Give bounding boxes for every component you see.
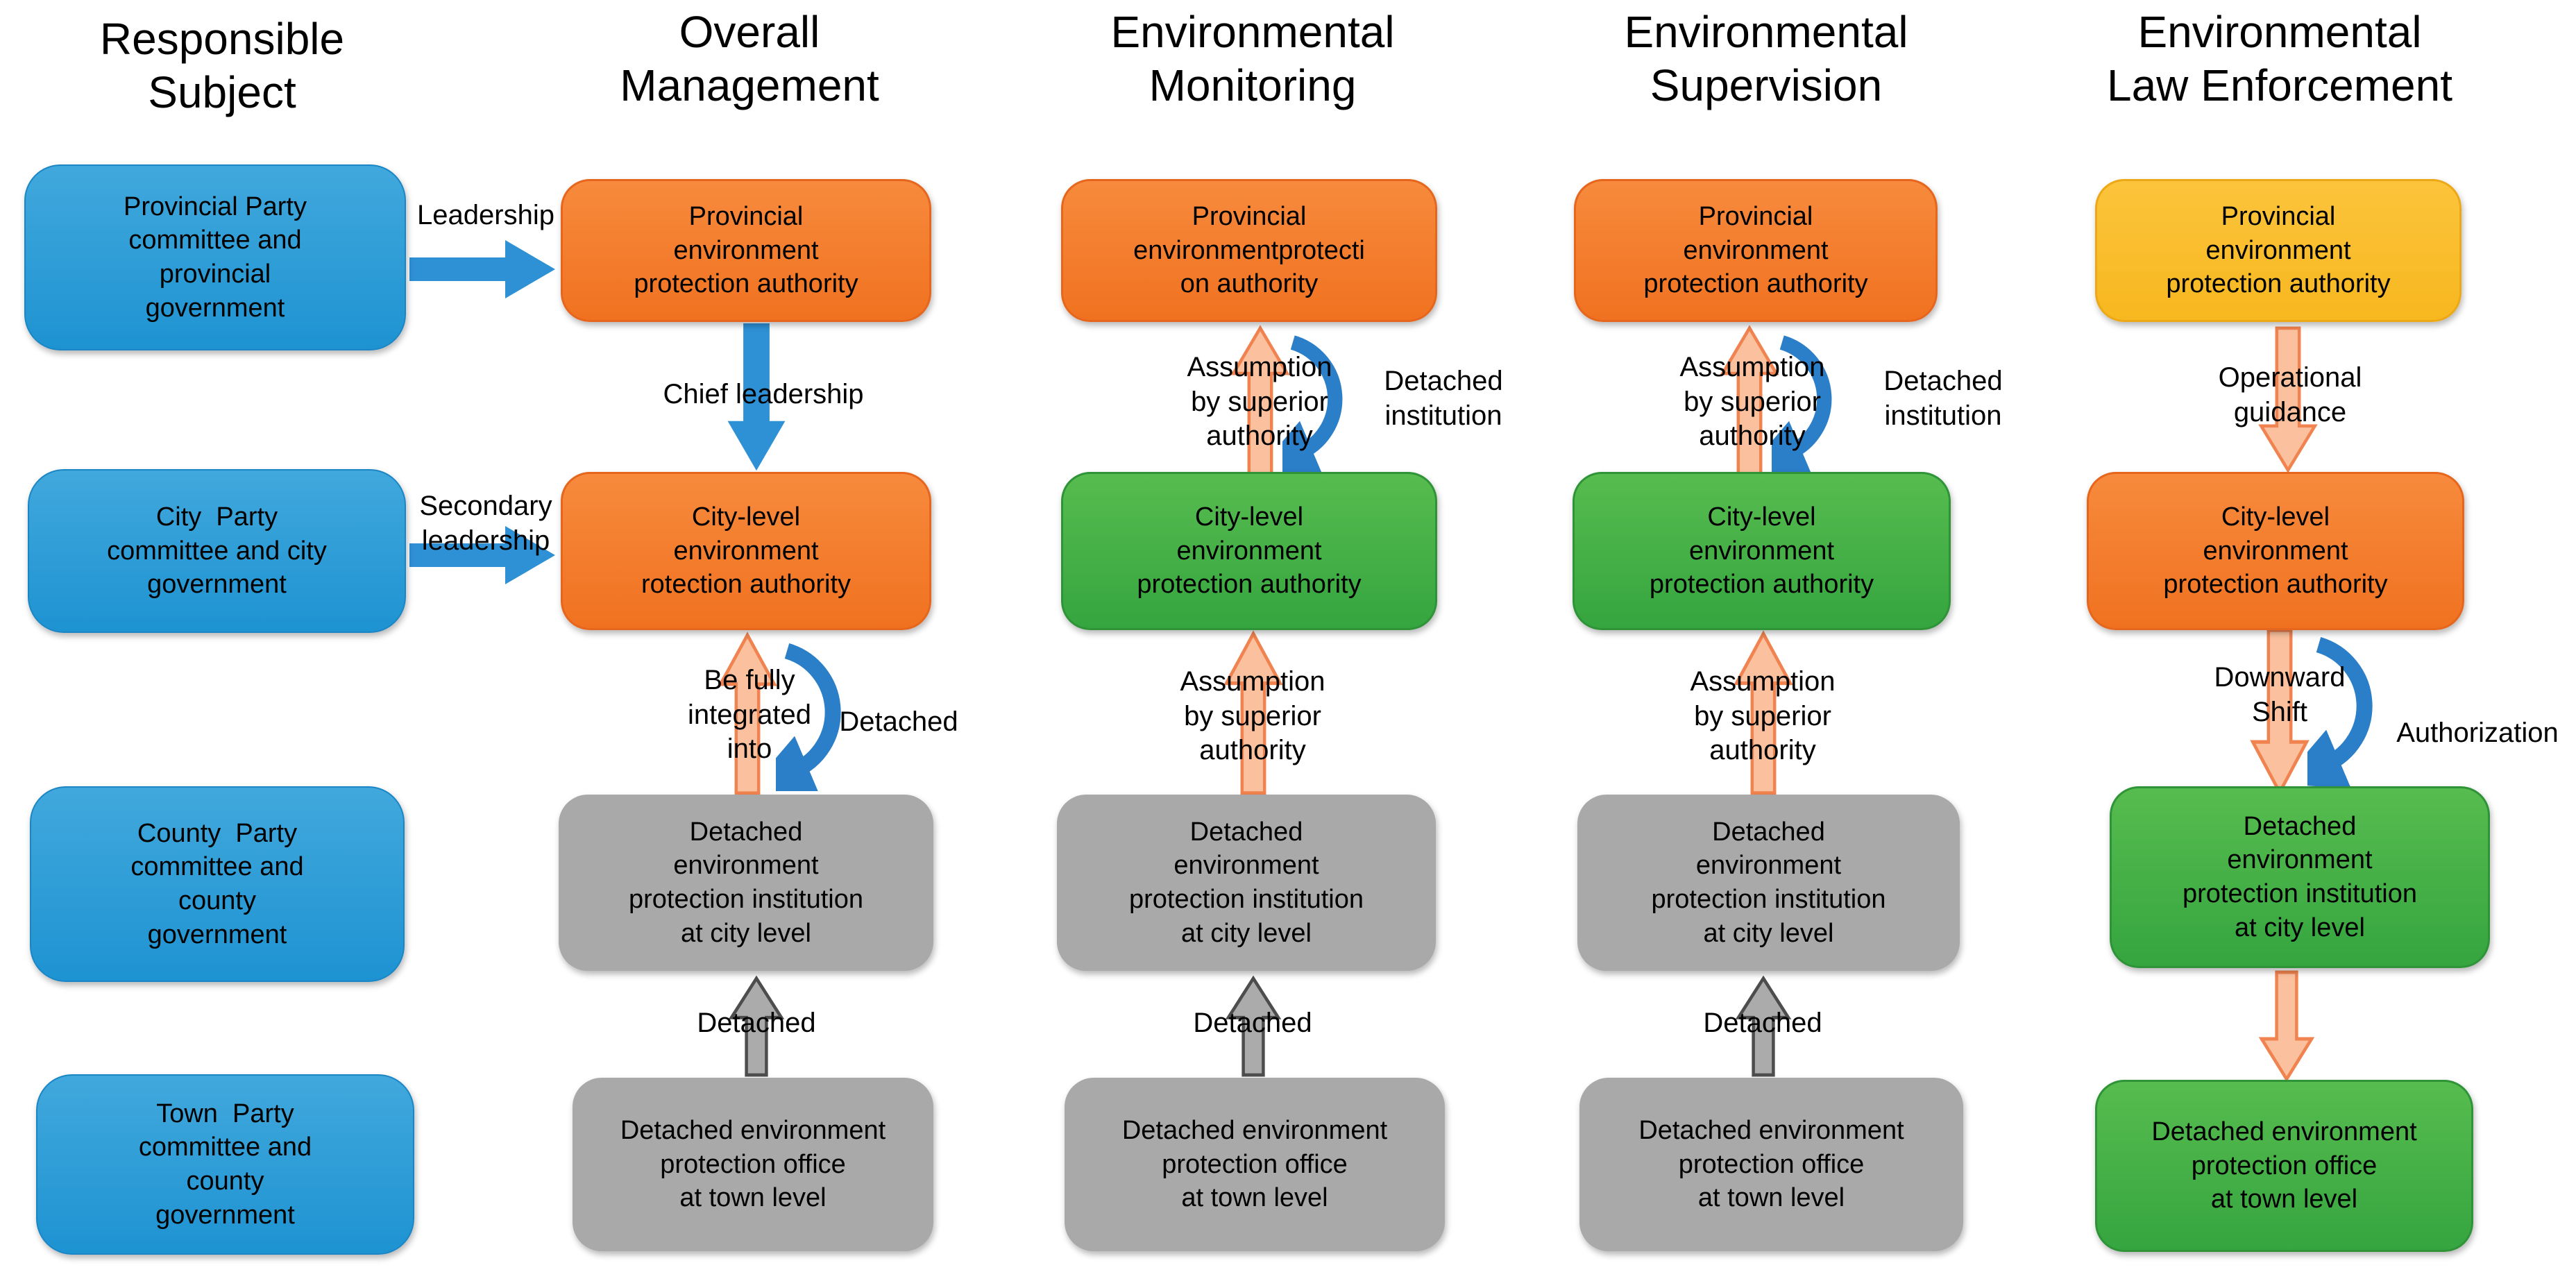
be-fully-integrated-up-arrow-icon (718, 632, 777, 795)
edge-label-detached: Detached (697, 1008, 816, 1038)
column-header-environmental-supervision: Environmental Supervision (1624, 7, 1908, 110)
detached-up-arrow-icon (728, 976, 785, 1077)
edge-label-detached-institution: Detached institution (1883, 366, 2003, 431)
edge-label-secondary-leadership: Secondary leadership (419, 491, 552, 556)
edge-label-detached: Detached (1703, 1008, 1822, 1038)
detached-up-arrow-icon (1735, 976, 1792, 1077)
node-c3-detached-institution-city: Detached environment protection institut… (1057, 795, 1436, 971)
node-c2-detached-institution-city: Detached environment protection institut… (559, 795, 933, 971)
column-header-responsible-subject: Responsible Subject (99, 14, 345, 117)
detached-up-arrow-icon (1225, 976, 1282, 1077)
node-c4-detached-office-town: Detached environment protection office a… (1579, 1078, 1963, 1251)
edge-label-detached: Detached (839, 706, 958, 737)
node-c4-provincial-epa: Provincial environment protection author… (1574, 179, 1938, 322)
detached-curved-arrow-icon (776, 643, 841, 791)
assumption-up-arrow-icon (1223, 630, 1283, 795)
detached-institution-curved-arrow-icon (1282, 335, 1343, 472)
node-c5-provincial-epa: Provincial environment protection author… (2095, 179, 2461, 322)
edge-label-operational-guidance: Operational guidance (2218, 362, 2362, 427)
edge-label-detached: Detached (1193, 1008, 1312, 1038)
node-c5-detached-office-town: Detached environment protection office a… (2095, 1080, 2473, 1252)
node-city-party-committee: City Party committee and city government (28, 469, 406, 633)
node-c3-provincial-epa: Provincial environmentprotecti on author… (1061, 179, 1437, 322)
authorization-curved-arrow-icon (2307, 636, 2373, 788)
node-c4-city-epa: City-level environment protection author… (1573, 472, 1951, 630)
edge-label-assumption-by-superior-authority: Assumption by superior authority (1180, 666, 1325, 766)
column-header-environmental-monitoring: Environmental Monitoring (1110, 7, 1395, 110)
chief-leadership-down-arrow-icon (727, 323, 786, 471)
node-c3-city-epa: City-level environment protection author… (1061, 472, 1437, 630)
column-header-environmental-law-enforcement: Environmental Law Enforcement (2106, 7, 2453, 110)
node-c2-detached-office-town: Detached environment protection office a… (573, 1078, 933, 1251)
detached-institution-curved-arrow-icon (1772, 335, 1832, 472)
leadership-right-arrow-icon (409, 240, 555, 298)
edge-label-downward-shift: Downward Shift (2214, 662, 2346, 727)
node-county-party-committee: County Party committee and county govern… (30, 786, 405, 982)
node-c5-detached-institution-city: Detached environment protection institut… (2110, 786, 2490, 968)
edge-label-chief-leadership: Chief leadership (663, 379, 864, 409)
edge-label-be-fully-integrated-into: Be fully integrated into (688, 665, 811, 765)
node-c2-provincial-epa: Provincial environment protection author… (561, 179, 931, 322)
node-provincial-party-committee: Provincial Party committee and provincia… (24, 164, 406, 350)
edge-label-leadership: Leadership (417, 200, 554, 230)
secondary-leadership-right-arrow-icon (409, 526, 555, 584)
assumption-up-arrow-icon (1734, 630, 1793, 795)
edge-label-authorization: Authorization (2396, 718, 2559, 748)
node-c3-detached-office-town: Detached environment protection office a… (1065, 1078, 1445, 1251)
edge-label-detached-institution: Detached institution (1384, 366, 1503, 431)
node-c4-detached-institution-city: Detached environment protection institut… (1577, 795, 1960, 971)
node-town-party-committee: Town Party committee and county governme… (36, 1074, 414, 1255)
down-arrow-icon (2258, 970, 2315, 1081)
node-c2-city-epa: City-level environment rotection authori… (561, 472, 931, 630)
operational-guidance-down-arrow-icon (2258, 326, 2318, 473)
edge-label-assumption-by-superior-authority: Assumption by superior authority (1690, 666, 1836, 766)
downward-shift-down-arrow-icon (2250, 628, 2310, 796)
column-header-overall-management: Overall Management (620, 7, 879, 110)
node-c5-city-epa: City-level environment protection author… (2087, 472, 2464, 630)
